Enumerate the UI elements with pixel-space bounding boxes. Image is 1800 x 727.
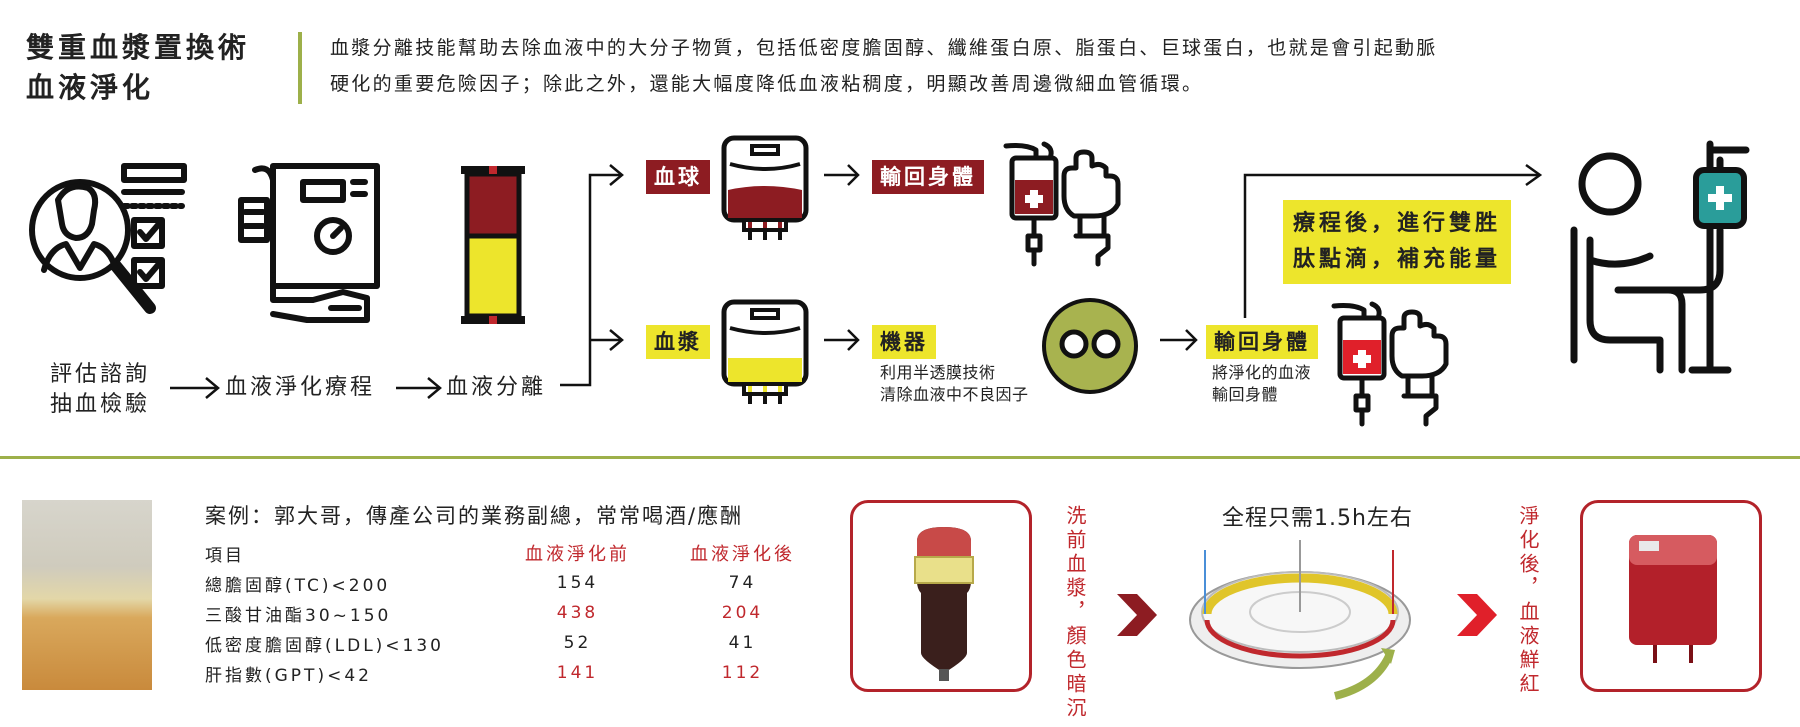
case-title: 案例：郭大哥，傳產公司的業務副總，常常喝酒/應酬 <box>205 504 744 528</box>
row-item: 總膽固醇(TC)<200 <box>205 575 391 596</box>
row-before: 52 <box>563 633 592 653</box>
before-label: 洗前血漿，顏色暗沉 <box>1063 505 1087 721</box>
blood-cells-tag: 血球 <box>646 160 710 194</box>
section-divider <box>0 456 1800 459</box>
step-purification-label: 血液淨化療程 <box>225 375 376 400</box>
step-consultation-line-2: 抽血檢驗 <box>50 392 151 417</box>
step-separation-label: 血液分離 <box>446 375 547 400</box>
title-line-2: 血液淨化 <box>26 71 155 104</box>
return-body-tag-2: 輸回身體 <box>1206 325 1318 359</box>
machine-tag: 機器 <box>872 325 936 359</box>
row-item: 低密度膽固醇(LDL)<130 <box>205 635 444 656</box>
table-row: 三酸甘油酯30~150 438 204 <box>205 598 825 628</box>
title-divider <box>298 32 302 104</box>
row-after: 112 <box>721 663 764 683</box>
title-line-1: 雙重血漿置換術 <box>26 31 251 64</box>
plasma-sample-photo <box>22 500 152 690</box>
machine-note-line-2: 清除血液中不良因子 <box>880 385 1029 404</box>
step-consultation-label: 評估諮詢 抽血檢驗 <box>50 360 150 420</box>
before-photo-frame <box>850 500 1032 692</box>
row-before: 438 <box>556 603 599 623</box>
fresh-blood-bag-icon <box>1629 535 1717 663</box>
table-header-row: 項目 血液淨化前 血液淨化後 <box>205 538 825 568</box>
plasma-bag-icon <box>721 299 809 404</box>
return-note-line-2: 輸回身體 <box>1212 385 1279 404</box>
row-after: 41 <box>728 633 757 653</box>
machine-note: 利用半透膜技術 清除血液中不良因子 <box>880 362 1029 406</box>
after-treatment-note: 療程後，進行雙胜 肽點滴，補充能量 <box>1283 200 1512 284</box>
row-before: 154 <box>556 573 599 593</box>
row-item: 肝指數(GPT)<42 <box>205 665 372 686</box>
table-row: 總膽固醇(TC)<200 154 74 <box>205 568 825 598</box>
page-title: 雙重血漿置換術 血液淨化 <box>26 28 296 108</box>
separation-centrifuge-icon <box>1189 540 1411 700</box>
plasma-tag: 血漿 <box>646 325 710 359</box>
consultation-icon <box>29 163 187 314</box>
filter-machine-icon <box>1042 298 1138 394</box>
table-row: 低密度膽固醇(LDL)<130 52 41 <box>205 628 825 658</box>
after-note-line-2: 肽點滴，補充能量 <box>1293 247 1502 272</box>
separation-tube-icon <box>461 166 525 324</box>
chevron-right-icon-2 <box>1457 594 1497 636</box>
machine-note-line-1: 利用半透膜技術 <box>880 363 996 382</box>
blood-cell-bag-icon <box>721 135 809 240</box>
return-body-tag-1: 輸回身體 <box>872 160 984 194</box>
chevron-right-icon <box>1117 594 1157 636</box>
transfusion-arm-icon-2 <box>1331 301 1449 427</box>
after-label: 淨化後，血液鮮紅 <box>1516 505 1540 697</box>
row-item: 三酸甘油酯30~150 <box>205 605 392 626</box>
transfusion-arm-icon <box>1003 141 1121 267</box>
row-after: 74 <box>728 573 757 593</box>
duration-title: 全程只需1.5h左右 <box>1222 506 1413 531</box>
return-note-line-1: 將淨化的血液 <box>1212 363 1312 382</box>
dark-plasma-bottle-icon <box>914 527 974 681</box>
intro-line-2: 硬化的重要危險因子；除此之外，還能大幅度降低血液粘稠度，明顯改善周邊微細血管循環… <box>330 73 1204 95</box>
step-consultation-line-1: 評估諮詢 <box>50 362 151 387</box>
header-after: 血液淨化後 <box>690 544 795 565</box>
patient-iv-icon <box>1570 140 1750 374</box>
table-row: 肝指數(GPT)<42 141 112 <box>205 658 825 688</box>
header-before: 血液淨化前 <box>525 544 630 565</box>
return-note: 將淨化的血液 輸回身體 <box>1212 362 1311 406</box>
intro-line-1: 血漿分離技能幫助去除血液中的大分子物質，包括低密度膽固醇、纖維蛋白原、脂蛋白、巨… <box>330 37 1438 59</box>
after-note-line-1: 療程後，進行雙胜 <box>1293 211 1502 236</box>
after-photo-frame <box>1580 500 1762 692</box>
header-item: 項目 <box>205 545 245 566</box>
row-after: 204 <box>721 603 764 623</box>
intro-text: 血漿分離技能幫助去除血液中的大分子物質，包括低密度膽固醇、纖維蛋白原、脂蛋白、巨… <box>330 30 1770 102</box>
blood-purification-machine-icon <box>238 163 380 323</box>
case-table: 項目 血液淨化前 血液淨化後 總膽固醇(TC)<200 154 74 三酸甘油酯… <box>205 538 825 688</box>
row-before: 141 <box>556 663 599 683</box>
